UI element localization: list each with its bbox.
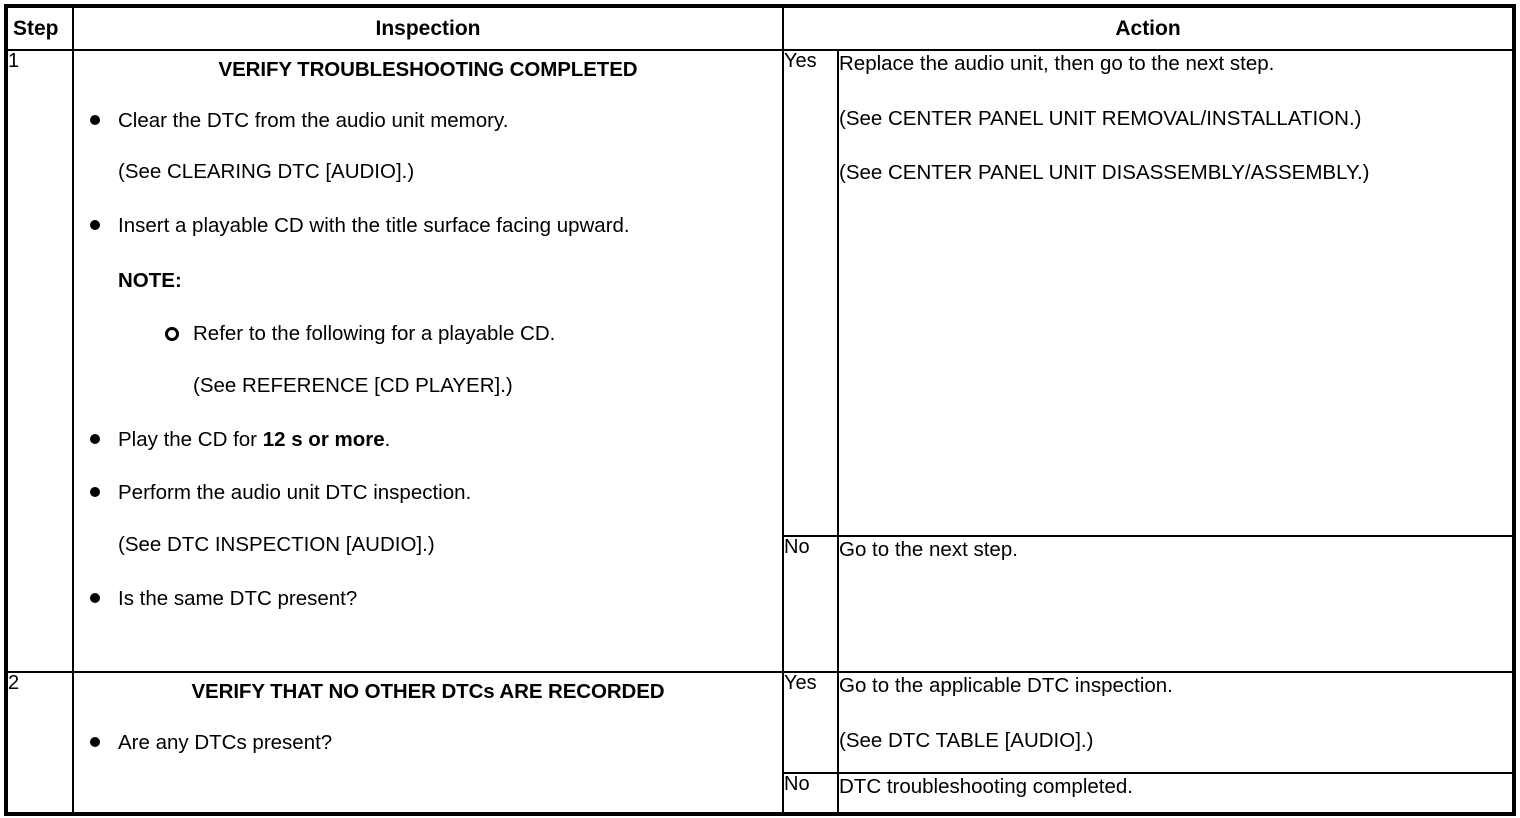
inspection-title-1: VERIFY TROUBLESHOOTING COMPLETED bbox=[218, 58, 638, 81]
action-line: Go to the next step. bbox=[839, 538, 1018, 561]
list-item-text: Perform the audio unit DTC inspection. bbox=[118, 481, 472, 505]
action-cell-no-2: DTC troubleshooting completed. bbox=[836, 772, 1516, 815]
answer-label-yes-2: Yes bbox=[782, 671, 839, 774]
reference-line: (See CLEARING DTC [AUDIO].) bbox=[74, 158, 782, 186]
inspection-body-1: Clear the DTC from the audio unit memory… bbox=[74, 107, 782, 613]
table-header-row: Step Inspection Action bbox=[5, 5, 1516, 51]
list-item-text-before: Play the CD for bbox=[118, 427, 263, 451]
action-line: Go to the applicable DTC inspection. bbox=[839, 674, 1173, 697]
bullet-dot-icon bbox=[90, 219, 100, 230]
list-item-text-after: . bbox=[384, 427, 391, 451]
list-item-text: Insert a playable CD with the title surf… bbox=[118, 213, 630, 237]
answer-label-yes-1: Yes bbox=[782, 49, 839, 537]
inspection-cell-1: VERIFY TROUBLESHOOTING COMPLETED Clear t… bbox=[72, 49, 784, 673]
list-item-text: Clear the DTC from the audio unit memory… bbox=[118, 108, 509, 132]
list-item-text: Are any DTCs present? bbox=[118, 730, 333, 754]
bullet-dot-icon bbox=[90, 114, 100, 125]
column-header-action: Action bbox=[781, 5, 1516, 51]
action-line: (See DTC TABLE [AUDIO].) bbox=[839, 728, 1094, 752]
sub-reference-line: (See REFERENCE [CD PLAYER].) bbox=[74, 372, 782, 400]
inspection-cell-2: VERIFY THAT NO OTHER DTCs ARE RECORDED A… bbox=[72, 671, 784, 815]
action-cell-no-1: Go to the next step. bbox=[836, 535, 1516, 673]
list-item-text: Is the same DTC present? bbox=[118, 586, 358, 610]
list-item: Is the same DTC present? bbox=[74, 585, 782, 613]
action-cell-yes-1: Replace the audio unit, then go to the n… bbox=[836, 49, 1516, 537]
column-header-inspection: Inspection bbox=[72, 5, 784, 51]
list-item: Play the CD for 12 s or more. bbox=[74, 426, 782, 454]
action-line: (See CENTER PANEL UNIT REMOVAL/INSTALLAT… bbox=[839, 106, 1362, 130]
table-row: No Go to the next step. bbox=[6, 535, 1516, 673]
step-number-2: 2 bbox=[5, 671, 74, 815]
bullet-dot-icon bbox=[90, 433, 100, 444]
reference-text: (See DTC INSPECTION [AUDIO].) bbox=[118, 532, 435, 556]
action-cell-yes-2: Go to the applicable DTC inspection. (Se… bbox=[836, 671, 1516, 774]
action-line: DTC troubleshooting completed. bbox=[839, 775, 1133, 798]
table-row: 1 VERIFY TROUBLESHOOTING COMPLETED Clear… bbox=[5, 49, 1516, 673]
list-item-text-emphasis: 12 s or more bbox=[262, 427, 385, 451]
bullet-dot-icon bbox=[90, 592, 100, 603]
table-row: 2 VERIFY THAT NO OTHER DTCs ARE RECORDED… bbox=[5, 671, 1516, 815]
action-line: Replace the audio unit, then go to the n… bbox=[839, 52, 1275, 75]
sub-reference-text: (See REFERENCE [CD PLAYER].) bbox=[193, 373, 513, 397]
reference-text: (See CLEARING DTC [AUDIO].) bbox=[118, 160, 415, 184]
column-header-step: Step bbox=[5, 5, 74, 51]
sub-list-item: Refer to the following for a playable CD… bbox=[74, 320, 782, 348]
reference-line: (See DTC INSPECTION [AUDIO].) bbox=[74, 531, 782, 559]
table-row: No DTC troubleshooting completed. bbox=[6, 772, 1516, 815]
bullet-dot-icon bbox=[90, 736, 100, 747]
answer-label-no-2: No bbox=[782, 772, 839, 815]
list-item: Perform the audio unit DTC inspection. bbox=[74, 479, 782, 507]
note-label: NOTE: bbox=[118, 268, 182, 292]
step-number-1: 1 bbox=[5, 49, 74, 673]
action-line: (See CENTER PANEL UNIT DISASSEMBLY/ASSEM… bbox=[839, 161, 1370, 185]
troubleshooting-table: Step Inspection Action 1 VERIFY TROUBLES… bbox=[4, 4, 1517, 816]
list-item: Are any DTCs present? bbox=[74, 729, 782, 757]
list-item: Clear the DTC from the audio unit memory… bbox=[74, 107, 782, 135]
answer-label-no-1: No bbox=[782, 535, 839, 673]
hollow-circle-bullet-icon bbox=[165, 327, 179, 342]
inspection-body-2: Are any DTCs present? bbox=[74, 729, 782, 757]
sub-list-item-text: Refer to the following for a playable CD… bbox=[193, 322, 556, 346]
inspection-title-2: VERIFY THAT NO OTHER DTCs ARE RECORDED bbox=[191, 680, 665, 703]
list-item: Insert a playable CD with the title surf… bbox=[74, 212, 782, 240]
bullet-dot-icon bbox=[90, 487, 100, 498]
